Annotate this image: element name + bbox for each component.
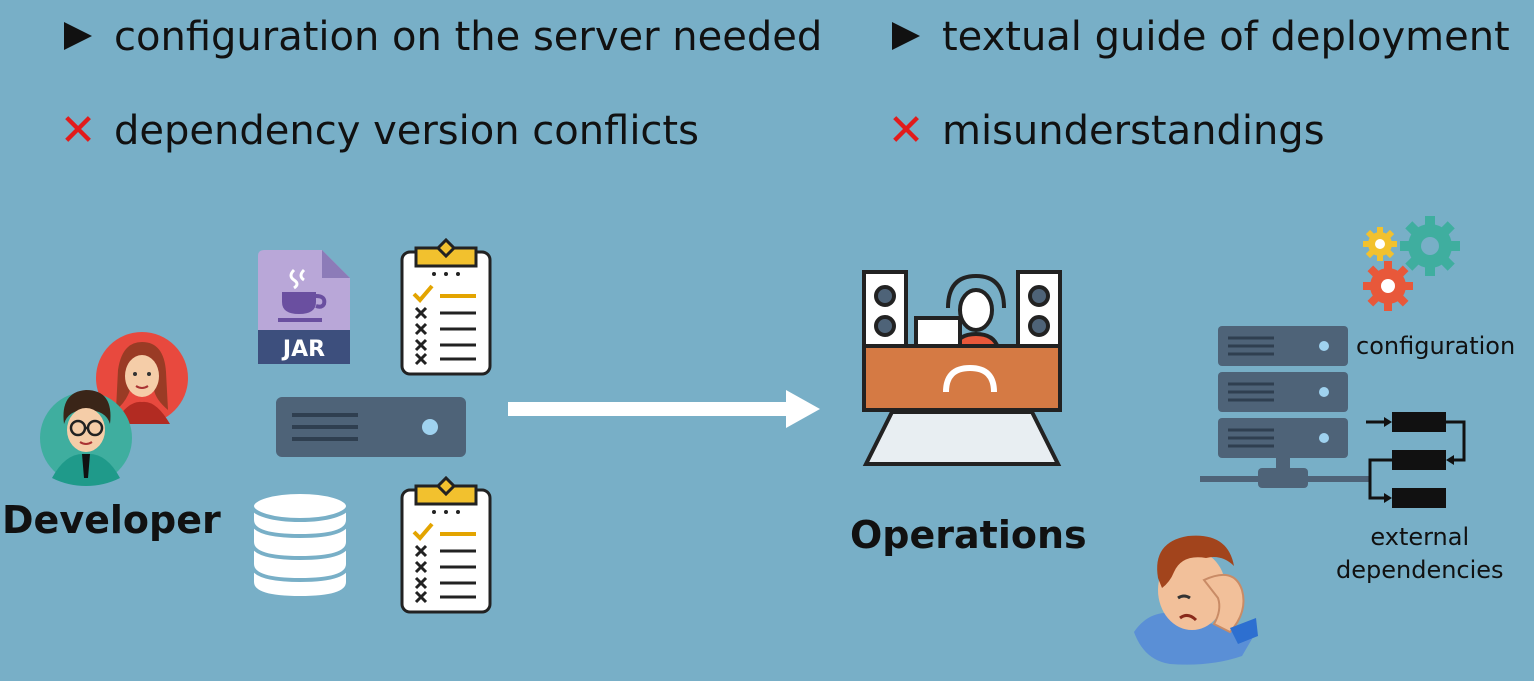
bullet-text: textual guide of deployment bbox=[942, 14, 1510, 60]
operations-label: Operations bbox=[850, 513, 1087, 557]
bullet-text: misunderstandings bbox=[942, 108, 1325, 154]
bullet-textual-guide: textual guide of deployment bbox=[884, 14, 1510, 60]
dependencies-label-line1: external bbox=[1370, 523, 1470, 551]
server-rack-icon bbox=[1200, 326, 1370, 488]
gears-icon bbox=[1363, 216, 1460, 311]
stressed-person-icon bbox=[1134, 535, 1258, 665]
bullet-misunderstandings: ✕ misunderstandings bbox=[884, 108, 1325, 154]
bullet-config-needed: configuration on the server needed bbox=[56, 14, 822, 60]
checklist-icon bbox=[400, 475, 492, 614]
bullet-dependency-conflicts: ✕ dependency version conflicts bbox=[56, 108, 699, 154]
external-dependencies-label: external dependencies bbox=[1336, 521, 1504, 587]
dependencies-label-line2: dependencies bbox=[1336, 556, 1504, 584]
handoff-arrow bbox=[508, 390, 820, 428]
bullet-text: dependency version conflicts bbox=[114, 108, 699, 154]
play-triangle-icon bbox=[56, 14, 100, 60]
server-unit-icon bbox=[276, 397, 466, 457]
configuration-label: configuration bbox=[1356, 332, 1516, 360]
jar-file-icon: JAR bbox=[258, 250, 350, 364]
developer-label: Developer bbox=[2, 498, 221, 542]
developer-avatars-icon bbox=[40, 332, 188, 486]
jar-label: JAR bbox=[281, 337, 325, 362]
bullet-text: configuration on the server needed bbox=[114, 14, 823, 60]
play-triangle-icon bbox=[884, 14, 928, 60]
checklist-icon bbox=[400, 237, 492, 376]
database-icon bbox=[250, 490, 350, 601]
cross-icon: ✕ bbox=[887, 105, 925, 156]
operations-desk-icon bbox=[862, 270, 1062, 466]
cross-icon: ✕ bbox=[59, 105, 97, 156]
external-dependencies-icon bbox=[1366, 412, 1466, 508]
